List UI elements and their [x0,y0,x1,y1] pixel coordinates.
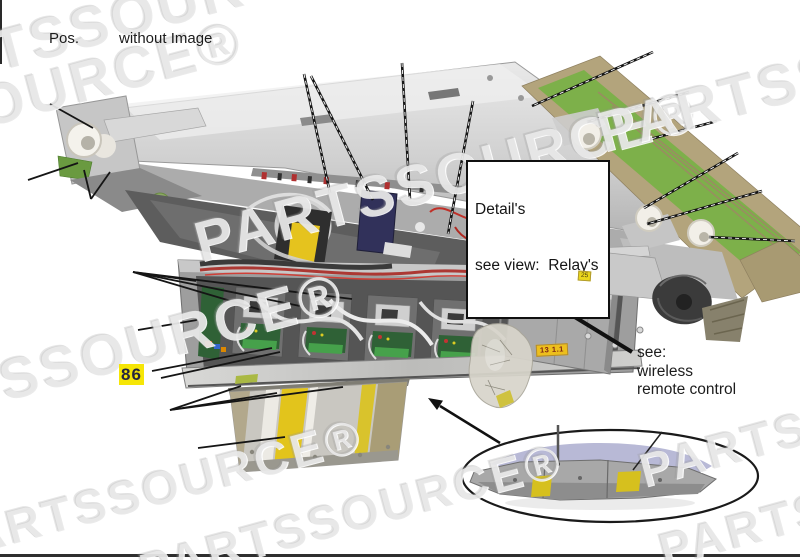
wireless-note-line2: wireless [637,362,693,380]
inset-arrow [428,398,501,445]
leader-lines [27,50,796,449]
wireless-note-line3: remote control [637,381,737,399]
image-title: without Image [119,30,213,47]
detail-callout-line2: see view: Relay's [475,256,599,274]
scan-edge-left [0,0,2,64]
part-number-86: 86 [119,364,144,386]
wireless-note-line1: see: [637,344,667,361]
detail-callout-line1: Detail's [475,201,526,219]
bottom-rail [228,378,410,473]
sticker-13-1-1: 13 1.1 [535,343,569,357]
detail-inset [460,425,760,524]
guide-roller-left [55,95,207,214]
scan-edge-bottom [0,554,800,557]
wireless-note: see: wireless remote control [637,344,736,400]
sticker-25: 25 [577,270,592,282]
detail-callout-box: Detail's see view: Relay's [466,160,610,319]
pos-label: Pos. [49,30,80,47]
